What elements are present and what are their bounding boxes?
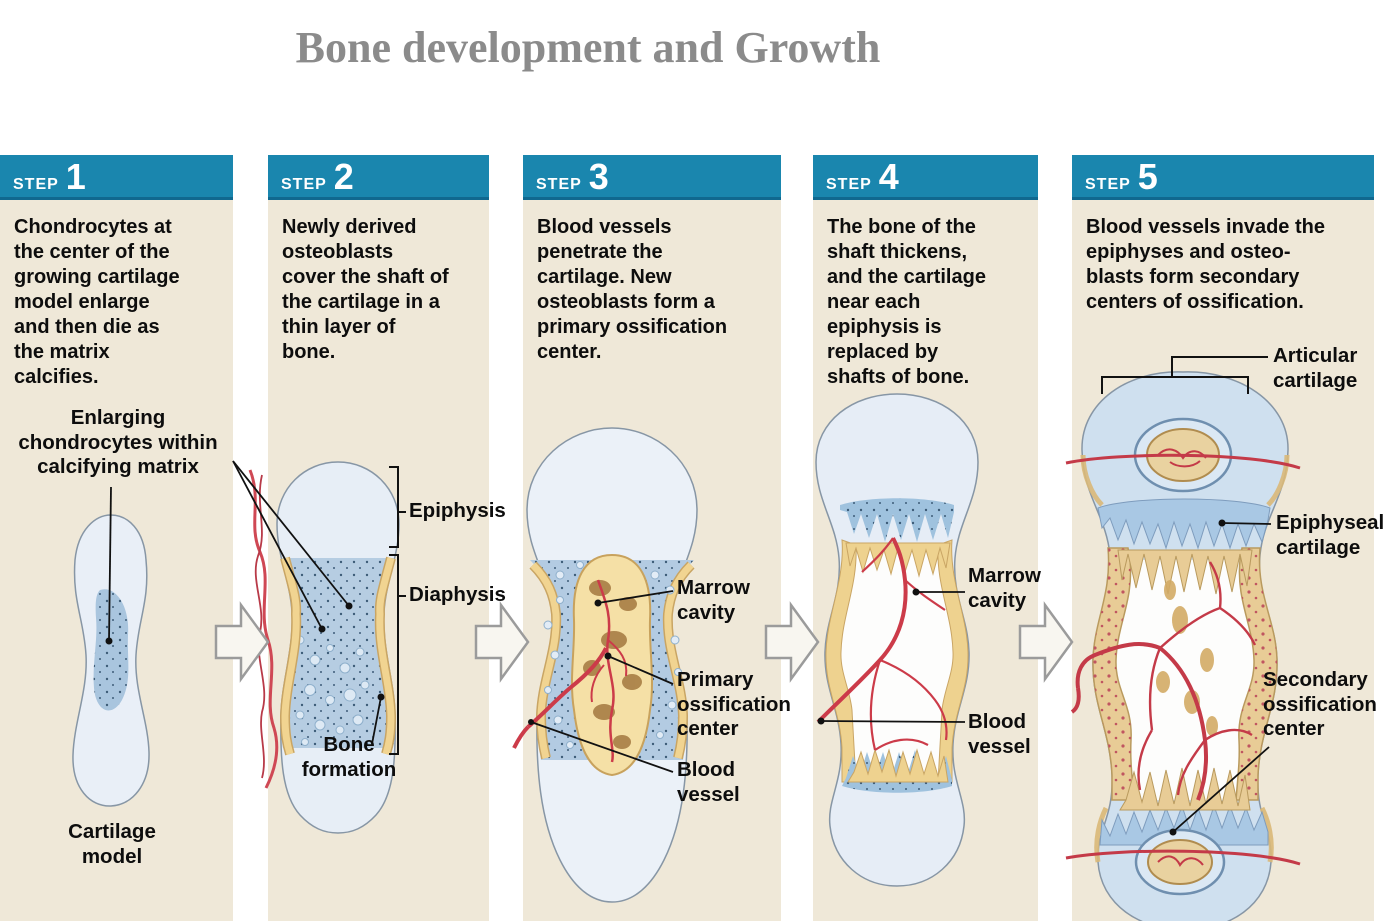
step-2-number: 2 — [333, 156, 354, 197]
bone-step4-drawing — [815, 393, 979, 887]
step-4-label: STEP — [826, 176, 872, 193]
label-epiphyseal-cartilage: Epiphyseal cartilage — [1276, 511, 1385, 559]
label-secondary-ossification-center: Secondary ossification center — [1263, 668, 1377, 741]
next-step-arrow-icon — [474, 601, 530, 683]
step-3-header: STEP 3 — [523, 155, 781, 200]
step-5-label: STEP — [1085, 176, 1131, 193]
label-articular-cartilage: Articular cartilage — [1273, 344, 1358, 392]
step-3-description: Blood vessels penetrate the cartilage. N… — [537, 216, 728, 363]
step-1-label: STEP — [13, 176, 59, 193]
step-1-number: 1 — [65, 156, 86, 197]
label-cartilage-model: Cartilage model — [68, 820, 156, 868]
page-title: Bone development and Growth — [295, 23, 881, 72]
next-step-arrow-icon — [764, 601, 820, 683]
step-3-label: STEP — [536, 176, 582, 193]
label-marrow-cavity-step4: Marrow cavity — [968, 564, 1041, 612]
step-2-header: STEP 2 — [268, 155, 489, 200]
cartilage-model-drawing — [72, 514, 150, 807]
label-blood-vessel-step3: Blood vessel — [677, 758, 740, 806]
leader-lines — [105, 356, 1272, 836]
step-4-description: The bone of the shaft thickens, and the … — [827, 216, 986, 388]
step-2-label: STEP — [281, 176, 327, 193]
step-1-description: Chondrocytes at the center of the growin… — [14, 216, 180, 388]
next-step-arrow-icon — [1018, 601, 1074, 683]
next-step-arrow-icon — [214, 601, 270, 683]
step-1-header: STEP 1 — [0, 155, 233, 200]
label-diaphysis: Diaphysis — [409, 583, 506, 606]
bone-step5-drawing — [1065, 371, 1301, 921]
label-epiphysis: Epiphysis — [409, 499, 506, 522]
label-enlarging-chondrocytes: Enlarging chondrocytes within calcifying… — [18, 406, 218, 479]
step-4-number: 4 — [878, 156, 899, 197]
step-5-header: STEP 5 — [1072, 155, 1374, 200]
step-3-number: 3 — [588, 156, 609, 197]
step-2-description: Newly derived osteoblasts cover the shaf… — [282, 216, 449, 363]
bone-step3-drawing — [512, 427, 698, 903]
step-4-header: STEP 4 — [813, 155, 1038, 200]
step-5-description: Blood vessels invade the epiphyses and o… — [1086, 216, 1325, 313]
step-5-number: 5 — [1137, 156, 1158, 197]
label-primary-ossification-center: Primary ossification center — [677, 668, 791, 741]
label-blood-vessel-step4: Blood vessel — [968, 710, 1031, 758]
label-bone-formation: Bone formation — [301, 733, 397, 781]
label-marrow-cavity-step3: Marrow cavity — [677, 576, 750, 624]
